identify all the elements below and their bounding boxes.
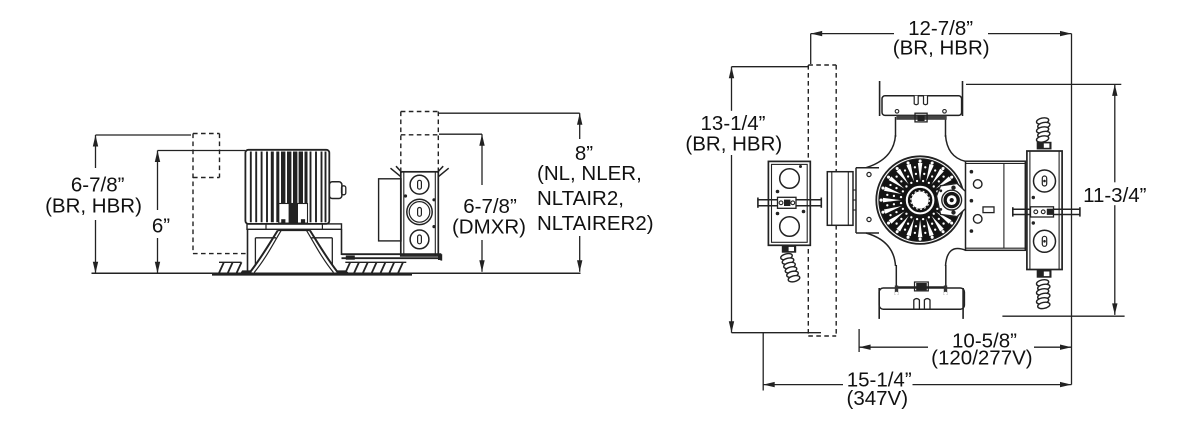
svg-text:13-1/4”: 13-1/4”	[701, 112, 766, 135]
svg-text:NLTAIR2,: NLTAIR2,	[537, 187, 624, 210]
svg-text:10-5/8”: 10-5/8”	[952, 330, 1017, 353]
svg-text:(BR, HBR): (BR, HBR)	[685, 133, 782, 156]
svg-text:(BR, HBR): (BR, HBR)	[45, 195, 142, 218]
svg-text:6”: 6”	[152, 215, 170, 238]
svg-text:NLTAIRER2): NLTAIRER2)	[537, 212, 654, 235]
svg-text:(DMXR): (DMXR)	[452, 216, 526, 239]
svg-text:15-1/4”: 15-1/4”	[847, 368, 912, 391]
svg-text:(347V): (347V)	[847, 387, 909, 410]
svg-text:6-7/8”: 6-7/8”	[71, 174, 125, 197]
svg-text:11-3/4”: 11-3/4”	[1083, 184, 1147, 207]
svg-text:(120/277V): (120/277V)	[931, 346, 1032, 369]
svg-text:8”: 8”	[575, 142, 593, 165]
svg-text:(BR, HBR): (BR, HBR)	[893, 37, 990, 60]
svg-text:(NL, NLER,: (NL, NLER,	[537, 162, 642, 185]
svg-text:6-7/8”: 6-7/8”	[463, 195, 517, 218]
svg-text:12-7/8”: 12-7/8”	[908, 17, 973, 40]
